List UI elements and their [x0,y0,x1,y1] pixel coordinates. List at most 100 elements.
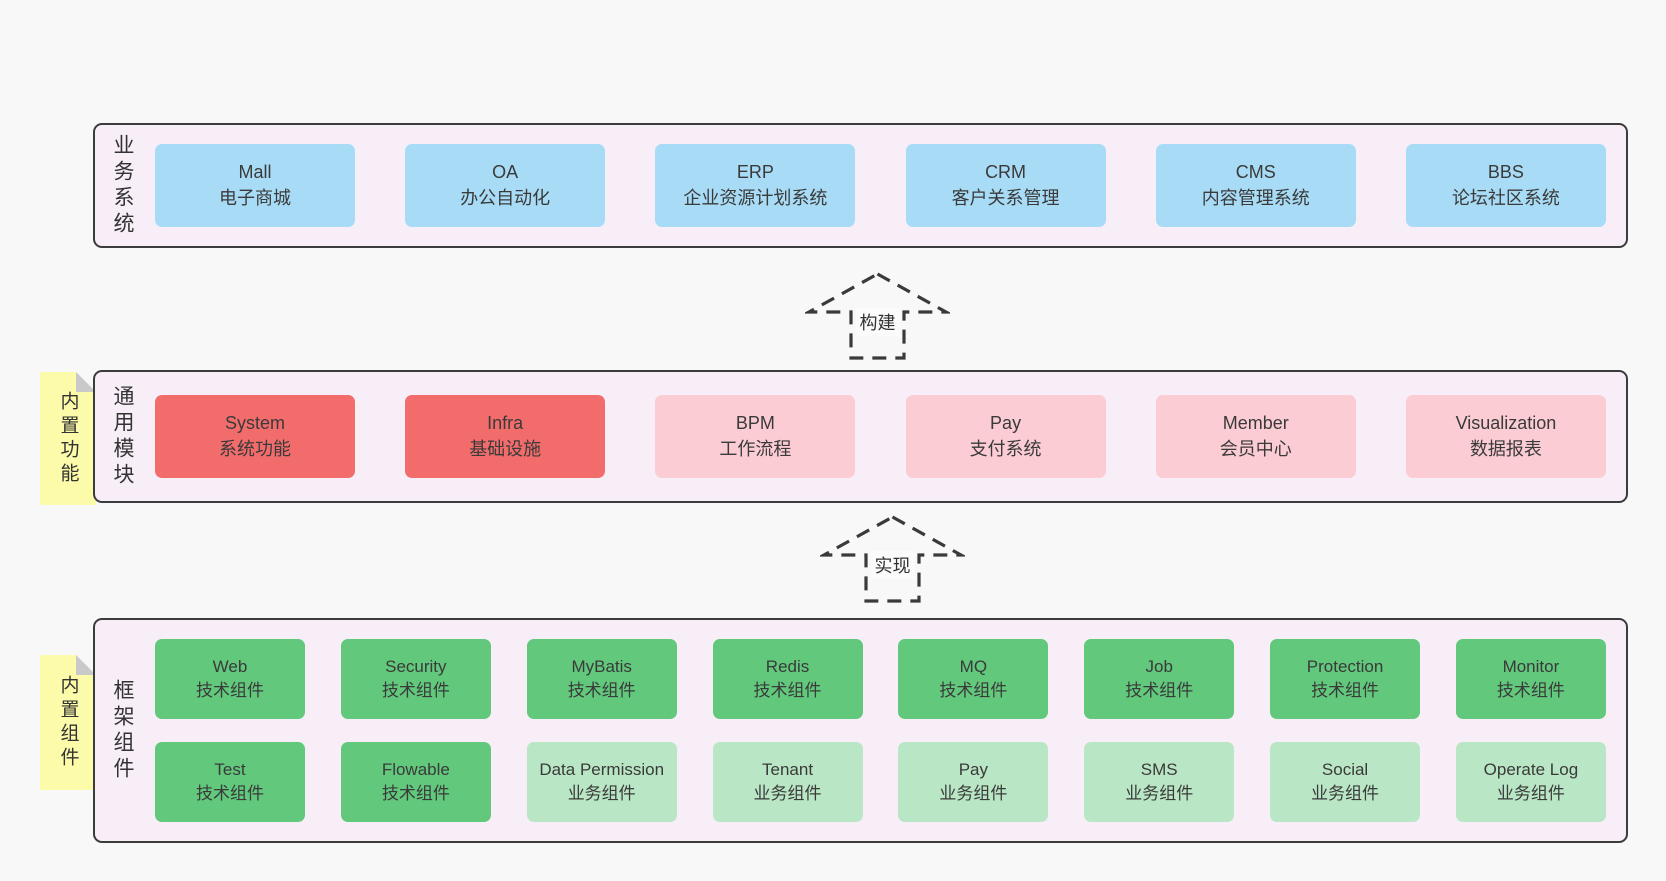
box-pay-module: Pay 支付系统 [905,395,1106,478]
box-name: System [224,413,285,434]
box-name: SMS [1140,760,1178,780]
box-desc: 技术组件 [567,681,636,700]
box-name: Web [212,657,248,677]
box-desc: 工作流程 [719,438,792,459]
box-social: Social 业务组件 [1270,742,1421,822]
box-desc: 办公自动化 [460,187,551,208]
layer-business-systems: 业务系统 Mall 电子商城 OA 办公自动化 ERP 企业资源计划系统 CRM… [93,123,1628,248]
box-name: Mall [238,162,272,183]
layer-content: System 系统功能 Infra 基础设施 BPM 工作流程 Pay 支付系统… [137,372,1626,501]
box-name: CRM [985,162,1027,183]
box-desc: 电子商城 [219,187,291,208]
box-name: OA [492,162,519,183]
box-desc: 技术组件 [196,784,264,803]
box-desc: 内容管理系统 [1201,187,1310,208]
box-desc: 业务组件 [1496,784,1565,803]
box-name: Pay [958,760,989,780]
box-name: Protection [1306,657,1384,677]
sticky-note-builtin-features: 内置功能 [40,372,96,505]
layer-content: Web 技术组件 Security 技术组件 MyBatis 技术组件 Redi… [137,620,1626,841]
box-desc: 技术组件 [381,784,450,803]
box-infra: Infra 基础设施 [405,395,606,478]
sticky-note-text: 内置组件 [57,674,79,771]
box-name: Social [1321,760,1369,780]
box-desc: 业务组件 [1125,784,1194,803]
box-name: BPM [735,413,775,434]
arrow-implement-label: 实现 [870,551,915,579]
box-name: CMS [1235,162,1276,183]
box-name: MyBatis [571,657,632,677]
common-modules-row: System 系统功能 Infra 基础设施 BPM 工作流程 Pay 支付系统… [155,395,1606,478]
box-name: Flowable [381,760,450,780]
sticky-note-text: 内置功能 [57,390,79,487]
box-desc: 业务组件 [1311,784,1380,803]
box-visualization: Visualization 数据报表 [1405,395,1606,478]
box-name: Infra [487,413,524,434]
box-member: Member 会员中心 [1155,395,1356,478]
box-name: Member [1222,413,1289,434]
box-desc: 数据报表 [1469,438,1542,459]
box-desc: 业务组件 [753,784,822,803]
box-security: Security 技术组件 [340,639,491,719]
box-desc: 会员中心 [1219,438,1292,459]
box-crm: CRM 客户关系管理 [905,144,1106,227]
box-mq: MQ 技术组件 [898,639,1049,719]
box-system: System 系统功能 [155,395,355,478]
box-desc: 系统功能 [219,438,291,459]
arrow-implement: 实现 [820,514,965,604]
box-monitor: Monitor 技术组件 [1455,639,1606,719]
box-desc: 技术组件 [939,681,1008,700]
box-name: Redis [765,657,810,677]
box-desc: 业务组件 [567,784,636,803]
box-name: Data Permission [539,760,665,780]
box-name: Operate Log [1483,760,1579,780]
box-name: ERP [736,162,774,183]
box-sms: SMS 业务组件 [1084,742,1235,822]
box-name: Security [385,657,447,677]
box-desc: 论坛社区系统 [1451,187,1560,208]
box-name: Job [1145,657,1173,677]
box-name: Tenant [762,760,814,780]
up-block-arrow-icon [820,515,965,603]
box-tenant: Tenant 业务组件 [712,742,863,822]
box-protection: Protection 技术组件 [1270,639,1421,719]
box-mall: Mall 电子商城 [155,144,355,227]
sticky-note-builtin-components: 内置组件 [40,655,96,790]
box-data-permission: Data Permission 业务组件 [526,742,677,822]
box-name: MQ [959,657,988,677]
layer-label-framework-components: 框架组件 [111,678,134,783]
box-desc: 技术组件 [1311,681,1380,700]
box-desc: 基础设施 [469,438,542,459]
box-test: Test 技术组件 [155,742,305,822]
box-oa: OA 办公自动化 [405,144,606,227]
box-desc: 企业资源计划系统 [683,187,828,208]
box-desc: 客户关系管理 [951,187,1060,208]
layer-label-common-modules: 通用模块 [111,384,134,489]
box-desc: 技术组件 [753,681,822,700]
box-desc: 技术组件 [1496,681,1565,700]
box-operate-log: Operate Log 业务组件 [1455,742,1606,822]
box-flowable: Flowable 技术组件 [340,742,491,822]
box-bbs: BBS 论坛社区系统 [1405,144,1606,227]
box-job: Job 技术组件 [1084,639,1235,719]
box-desc: 支付系统 [969,438,1042,459]
box-desc: 技术组件 [1125,681,1194,700]
box-cms: CMS 内容管理系统 [1155,144,1356,227]
layer-label-business-systems: 业务系统 [111,133,134,238]
business-systems-row: Mall 电子商城 OA 办公自动化 ERP 企业资源计划系统 CRM 客户关系… [155,144,1606,227]
box-name: Test [214,760,246,780]
tech-components-row: Web 技术组件 Security 技术组件 MyBatis 技术组件 Redi… [155,639,1606,719]
box-web: Web 技术组件 [155,639,305,719]
box-redis: Redis 技术组件 [712,639,863,719]
layer-framework-components: 框架组件 Web 技术组件 Security 技术组件 MyBatis 技术组件… [93,618,1628,843]
arrow-build: 构建 [805,271,950,361]
box-desc: 业务组件 [939,784,1008,803]
box-desc: 技术组件 [196,681,264,700]
layer-content: Mall 电子商城 OA 办公自动化 ERP 企业资源计划系统 CRM 客户关系… [137,125,1626,246]
up-block-arrow-icon [805,272,950,360]
biz-components-row: Test 技术组件 Flowable 技术组件 Data Permission … [155,742,1606,822]
box-name: Monitor [1502,657,1560,677]
box-name: Pay [990,413,1022,434]
box-bpm: BPM 工作流程 [655,395,856,478]
